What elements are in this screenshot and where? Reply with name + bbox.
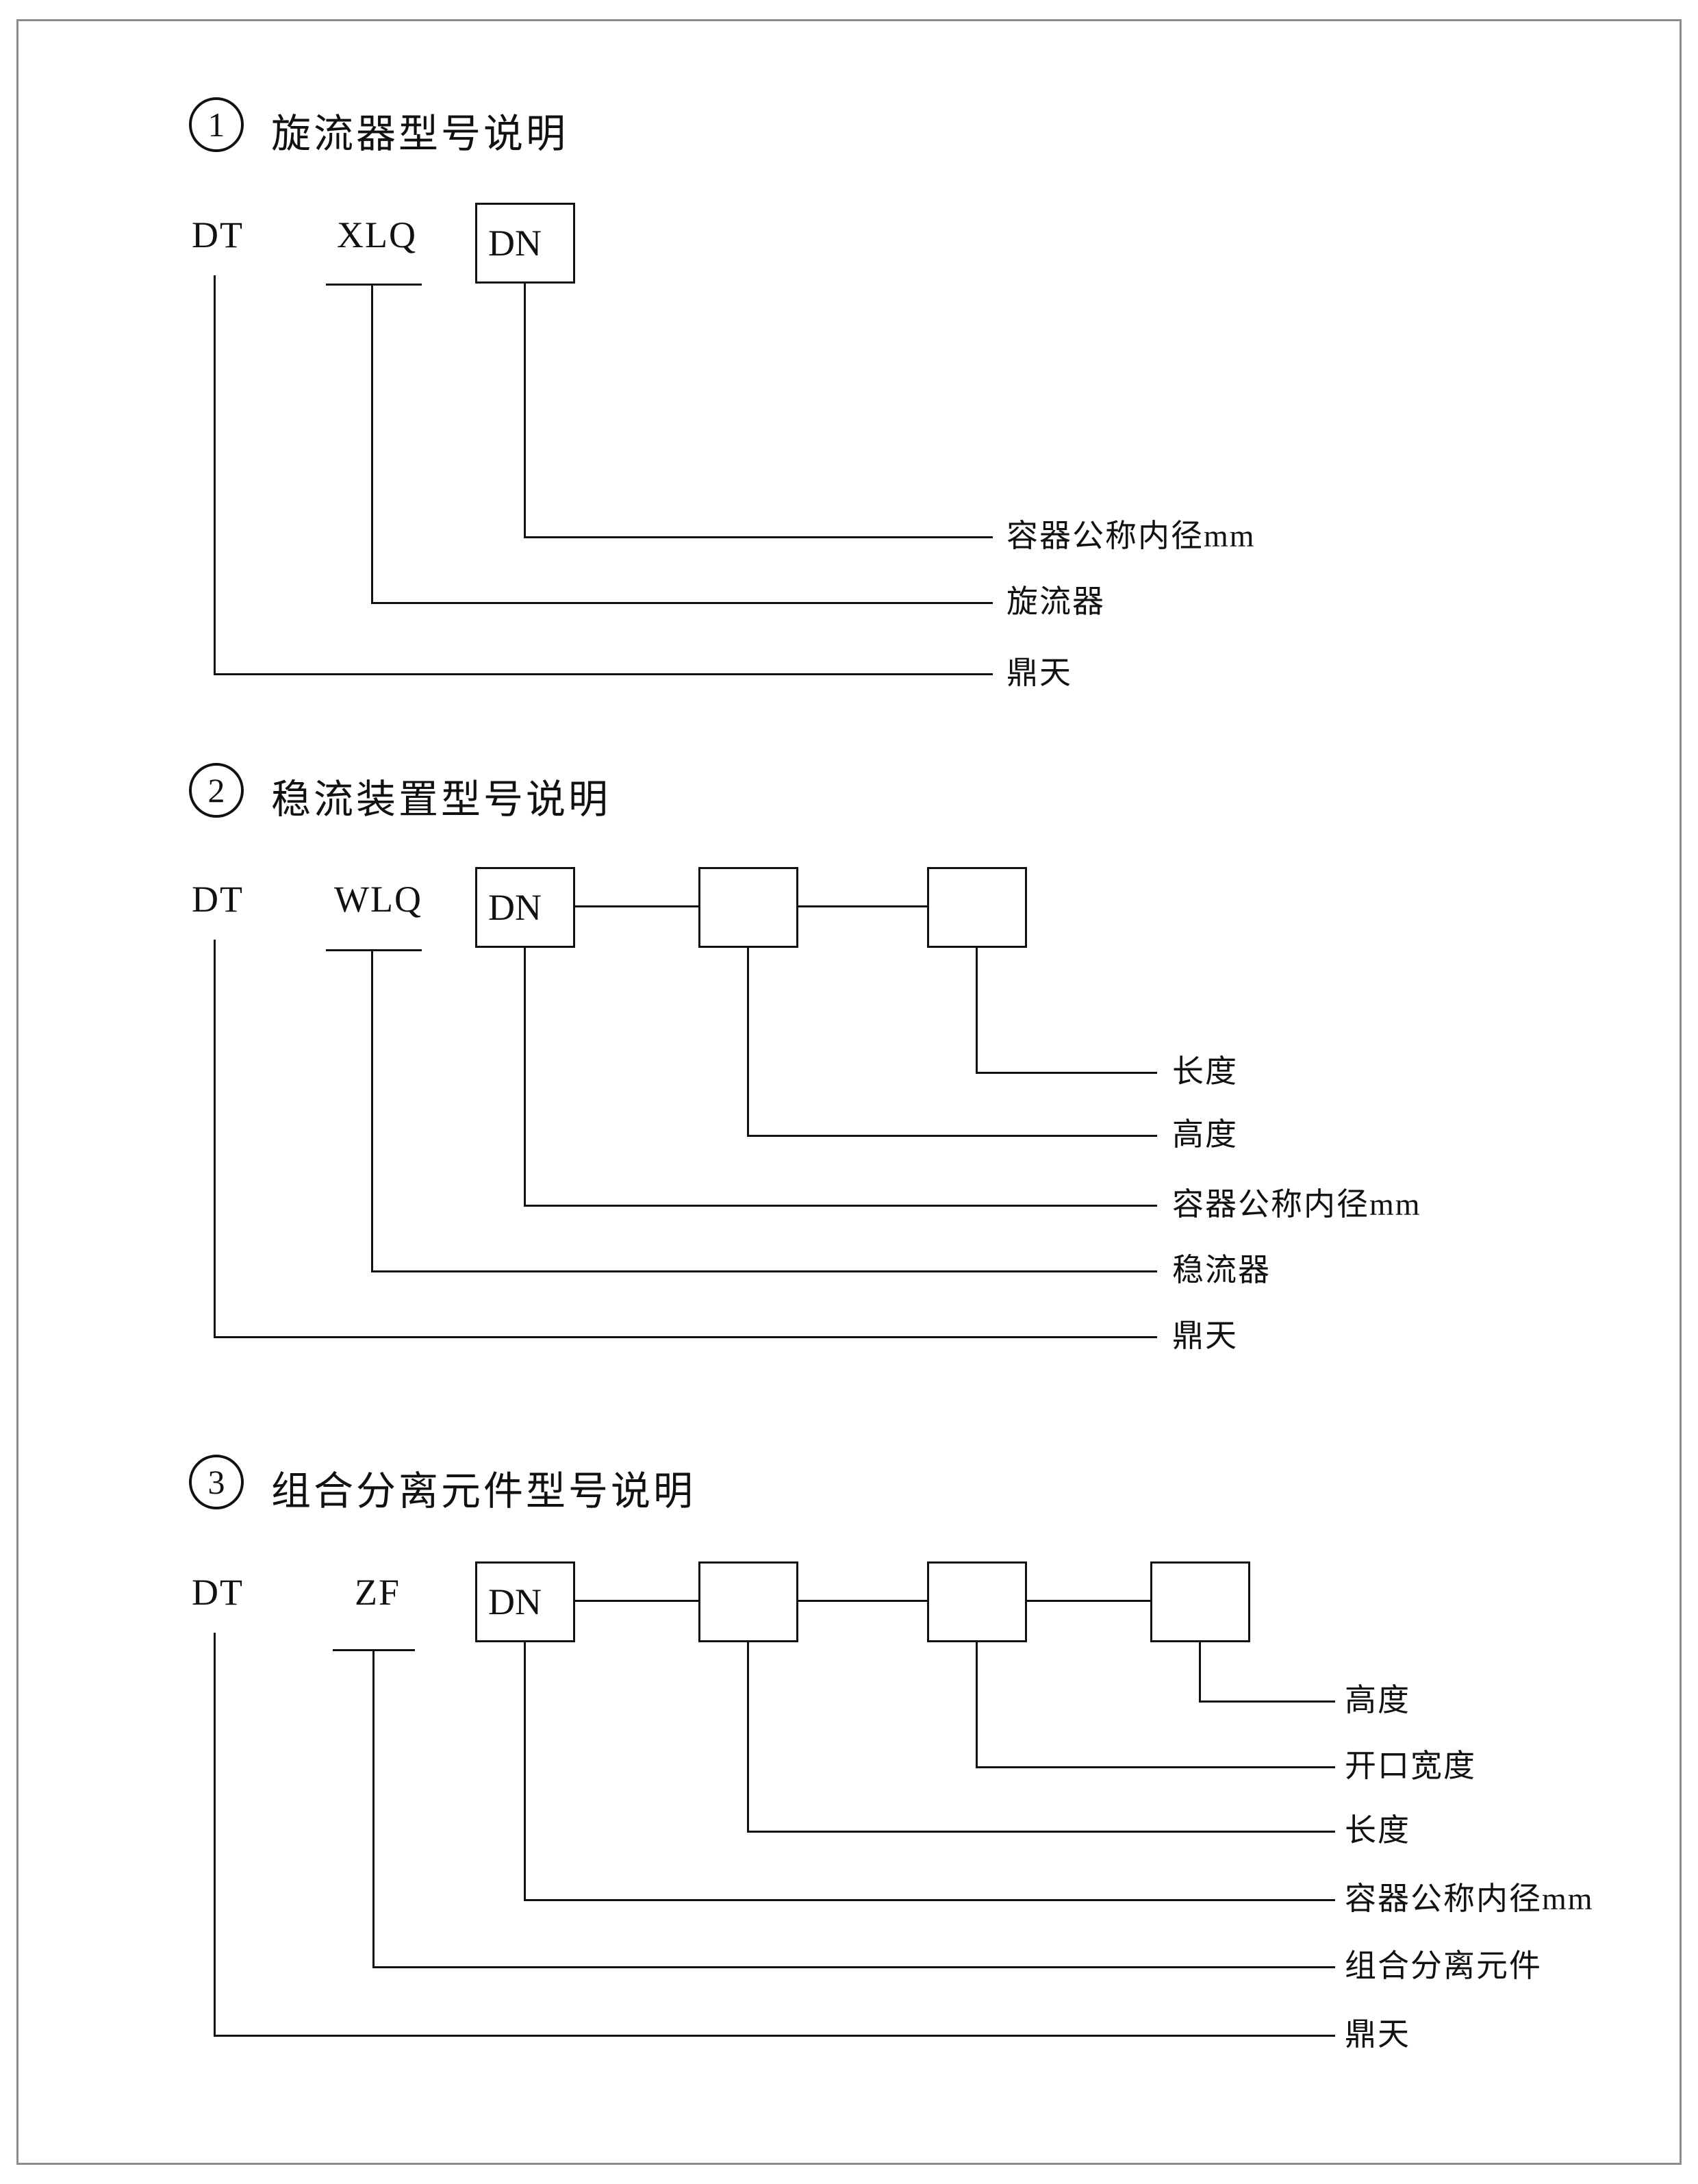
code-type-underline	[326, 284, 422, 286]
leader-vline	[524, 1642, 526, 1901]
code-brand: DT	[192, 1572, 244, 1613]
leader-hline	[524, 1899, 1335, 1901]
section-number: 3	[207, 1463, 225, 1501]
leader-vline	[524, 948, 526, 1207]
code-type: ZF	[355, 1572, 401, 1613]
code-brand: DT	[192, 879, 244, 920]
leader-hline	[214, 673, 993, 675]
leader-vline	[371, 284, 373, 604]
leader-label: 稳流器	[1172, 1253, 1271, 1288]
leader-label: 旋流器	[1006, 584, 1105, 619]
leader-hline	[524, 536, 993, 538]
empty-field-box	[927, 867, 1027, 948]
section-number: 2	[207, 771, 225, 809]
empty-field-box	[698, 867, 798, 948]
leader-hline	[371, 602, 993, 604]
section-number: 1	[207, 105, 225, 144]
leader-vline	[747, 1642, 749, 1833]
leader-label: 开口宽度	[1345, 1748, 1476, 1783]
leader-vline	[371, 949, 373, 1272]
code-type: XLQ	[337, 214, 417, 255]
code-dn-box: DN	[475, 867, 575, 948]
leader-hline	[372, 1966, 1335, 1968]
leader-label: 鼎天	[1172, 1318, 1238, 1353]
empty-field-box	[1150, 1561, 1250, 1642]
page-border	[16, 19, 1682, 2165]
code-type: WLQ	[334, 879, 422, 920]
leader-label: 鼎天	[1345, 2017, 1410, 2052]
box-connector	[798, 1600, 927, 1602]
section-title: 稳流装置型号说明	[271, 777, 611, 822]
code-brand: DT	[192, 214, 244, 255]
leader-vline	[214, 1633, 216, 2037]
section-number-badge: 3	[189, 1455, 244, 1509]
leader-label: 高度	[1172, 1117, 1238, 1152]
leader-hline	[214, 1336, 1157, 1338]
leader-vline	[1199, 1642, 1201, 1703]
leader-label: 容器公称内径mm	[1006, 518, 1256, 553]
section-title: 组合分离元件型号说明	[271, 1469, 696, 1514]
box-connector	[798, 905, 927, 907]
box-connector	[575, 1600, 698, 1602]
leader-hline	[371, 1270, 1157, 1272]
leader-label: 鼎天	[1006, 655, 1072, 690]
leader-hline	[524, 1205, 1157, 1207]
leader-hline	[747, 1135, 1157, 1137]
dn-label: DN	[488, 1581, 542, 1622]
leader-vline	[747, 948, 749, 1137]
code-type-underline	[326, 949, 422, 951]
dn-label: DN	[488, 223, 542, 264]
leader-label: 组合分离元件	[1345, 1948, 1542, 1983]
section-number-badge: 2	[189, 763, 244, 818]
leader-hline	[1199, 1700, 1335, 1703]
leader-vline	[214, 275, 216, 675]
code-dn-box: DN	[475, 1561, 575, 1642]
leader-hline	[214, 2035, 1335, 2037]
empty-field-box	[927, 1561, 1027, 1642]
code-dn-box: DN	[475, 203, 575, 284]
leader-vline	[976, 1642, 978, 1768]
leader-label: 容器公称内径mm	[1345, 1881, 1594, 1916]
section-number-badge: 1	[189, 97, 244, 152]
leader-label: 高度	[1345, 1683, 1410, 1718]
dn-label: DN	[488, 887, 542, 928]
leader-label: 容器公称内径mm	[1172, 1187, 1421, 1222]
code-type-underline	[333, 1649, 415, 1651]
leader-vline	[372, 1650, 375, 1968]
box-connector	[1027, 1600, 1150, 1602]
leader-label: 长度	[1345, 1813, 1410, 1848]
leader-vline	[976, 948, 978, 1074]
leader-vline	[524, 284, 526, 538]
section-title: 旋流器型号说明	[271, 112, 569, 156]
leader-label: 长度	[1172, 1054, 1238, 1089]
leader-hline	[747, 1831, 1335, 1833]
empty-field-box	[698, 1561, 798, 1642]
box-connector	[575, 905, 698, 907]
leader-vline	[214, 940, 216, 1338]
leader-hline	[976, 1072, 1157, 1074]
leader-hline	[976, 1766, 1335, 1768]
